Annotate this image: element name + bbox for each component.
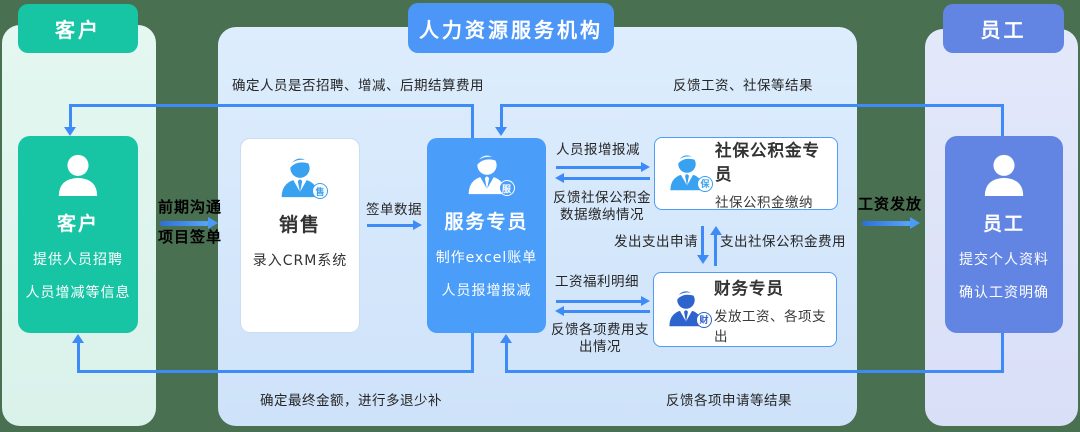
arrowhead-left-to-service-icon [555,173,564,183]
service-node-title: 服务专员 [444,211,529,233]
arrowhead-up-into-service-icon [500,334,512,343]
shebao-node-title: 社保公积金专员 [715,140,820,184]
arrowhead-down-to-finance-icon [697,255,709,264]
arrowhead-left2-to-service-icon [555,306,564,316]
hr-org-lane-header: 人力资源服务机构 [408,3,614,53]
label-pay-fund-fee: 支出社保公积金费用 [720,234,846,250]
label-feedback-fund-line1: 反馈社保公积金 [553,190,651,206]
arrow-sales-to-service-line [367,224,414,227]
label-salary-welfare-detail: 工资福利明细 [555,274,639,290]
arrowhead-right2-to-service-icon [413,220,422,230]
label-early-communication: 前期沟通 [157,198,223,216]
sales-person-icon: 售 [279,156,328,202]
finance-badge-icon: 财 [696,311,712,328]
shebao-badge-icon: 保 [697,175,713,192]
label-confirm-hiring: 确定人员是否招聘、增减、后期结算费用 [232,78,484,94]
employee-node: 员工 提交个人资料 确认工资明确 [945,136,1063,333]
arrowhead-down-into-service-icon [495,127,507,136]
finance-node-title: 财务专员 [714,278,784,298]
label-staff-add-remove: 人员报增报减 [556,142,640,158]
service-node-line2: 人员报增报减 [441,283,532,299]
arrow-service-to-employee-line [862,221,911,226]
employee-node-line1: 提交个人资料 [959,252,1049,268]
label-feedback-salary-social: 反馈工资、社保等结果 [673,78,813,94]
arrow-finance-to-service-line [564,310,650,313]
customer-node-title: 客户 [56,213,99,235]
employee-lane-header: 员工 [943,4,1064,53]
employee-node-line2: 确认工资明确 [959,285,1049,301]
flow-line-bottom-left-horizontal [77,370,474,373]
hr-org-lane-title: 人力资源服务机构 [419,17,603,42]
arrowhead-up-into-customer-icon [72,334,84,343]
sales-node: 售 销售 录入CRM系统 [240,138,360,333]
customer-person-icon [55,151,101,201]
sales-node-line1: 录入CRM系统 [252,253,348,269]
flow-line-bottom-right-drop [1001,333,1004,373]
service-node-line1: 制作excel账单 [435,250,538,266]
arrowhead-up-to-shebao-icon [710,226,722,235]
shebao-node-subtitle: 社保公积金缴纳 [715,194,813,211]
label-feedback-expense-line1: 反馈各项费用支 [551,322,649,338]
label-salary-payment: 工资发放 [857,195,923,213]
shebao-person-icon: 保 [668,153,713,195]
flow-line-top-right-riser [1001,104,1004,136]
arrow-service-to-shebao-line [556,166,642,169]
flow-line-bottom-left-drop [471,333,474,373]
arrow-finance-to-shebao-line [714,235,717,266]
flow-line-top-right-horizontal [501,104,1004,107]
finance-specialist-node: 财 财务专员 发放工资、各项支出 [653,272,837,347]
arrowhead-right-to-shebao-icon [641,162,650,172]
service-specialist-node: 服 服务专员 制作excel账单 人员报增报减 [427,138,546,333]
arrowhead-down-into-customer-icon [64,127,76,136]
flow-line-top-left-drop [69,104,72,128]
label-feedback-applications: 反馈各项申请等结果 [666,393,792,409]
label-feedback-fund: 反馈社保公积金 数据缴纳情况 [542,190,662,224]
customer-lane-header: 客户 [18,4,138,53]
finance-person-icon: 财 [667,289,712,331]
employee-lane-title: 员工 [980,18,1027,42]
sales-node-title: 销售 [278,214,321,236]
arrow-service-to-finance-line [556,300,642,303]
service-badge-icon: 服 [498,180,515,196]
arrow-customer-to-sales-line [160,221,209,226]
flow-line-top-left-horizontal [69,104,474,107]
label-expense-request: 发出支出申请 [614,234,698,250]
flow-line-top-left-riser [471,104,474,138]
flow-line-bottom-left-riser [77,342,80,373]
social-security-specialist-node: 保 社保公积金专员 社保公积金缴纳 [654,137,838,211]
customer-lane-title: 客户 [55,18,101,42]
employee-node-title: 员工 [982,213,1025,235]
flow-line-bottom-right-riser [505,342,508,373]
label-final-amount: 确定最终金额，进行多退少补 [260,393,442,409]
label-project-signing: 项目签单 [157,228,223,246]
employee-person-icon [981,151,1027,201]
flow-line-bottom-right-horizontal [505,370,1004,373]
label-feedback-expense-line2: 出情况 [579,339,621,355]
finance-node-subtitle: 发放工资、各项支出 [714,308,826,345]
customer-node-line1: 提供人员招聘 [33,252,123,268]
sales-badge-icon: 售 [312,183,328,199]
arrowhead-right-to-finance-icon [641,296,650,306]
label-feedback-expense: 反馈各项费用支 出情况 [540,322,660,356]
arrowhead-right-to-employee-icon [910,217,920,229]
label-signing-data: 签单数据 [366,202,422,218]
service-person-icon: 服 [466,153,515,199]
customer-node-line2: 人员增减等信息 [25,285,131,301]
label-feedback-fund-line2: 数据缴纳情况 [560,207,644,223]
arrowhead-right-to-sales-icon [208,217,218,229]
arrow-shebao-to-service-line [564,177,650,180]
customer-node: 客户 提供人员招聘 人员增减等信息 [18,136,138,333]
flow-line-top-right-drop [500,104,503,128]
arrow-shebao-to-finance-line [701,226,704,256]
